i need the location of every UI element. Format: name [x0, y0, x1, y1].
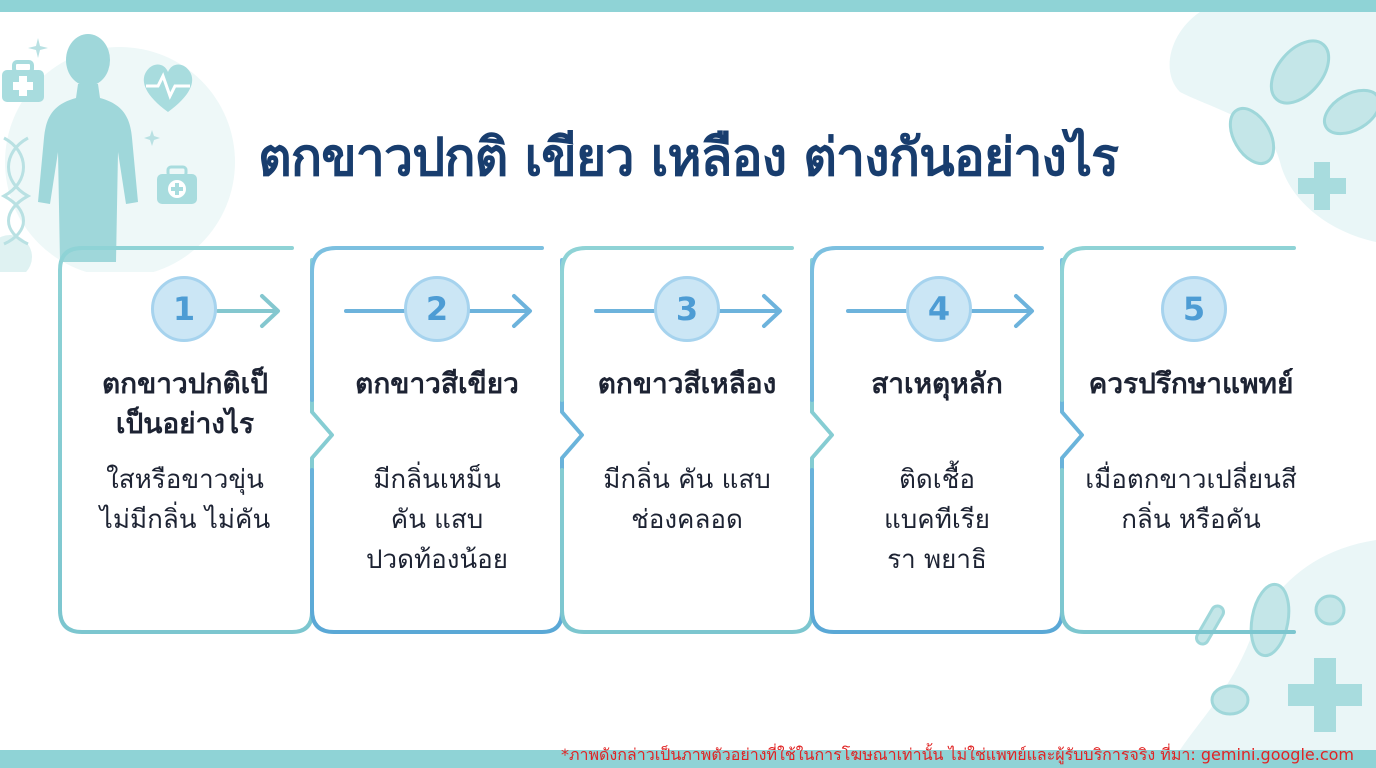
dna-icon: [0, 136, 32, 246]
step-heading-2: ตกขาวสีเขียว: [312, 364, 562, 404]
step-heading-1: ตกขาวปกติเป็ เป็นอย่างไร: [60, 364, 310, 444]
step-heading-5: ควรปรึกษาแพทย์: [1066, 364, 1316, 404]
step-heading-line: ตกขาวปกติเป็: [102, 367, 268, 400]
plus-icon: [1288, 658, 1362, 732]
disclaimer-text: *ภาพดังกล่าวเป็นภาพตัวอย่างที่ใช้ในการโฆ…: [560, 745, 1354, 764]
step-description-line: กลิ่น หรือคัน: [1121, 505, 1261, 535]
step-heading-3: ตกขาวสีเหลือง: [562, 364, 812, 404]
step-number-badge-3: 3: [654, 276, 720, 342]
step-description-line: เมื่อตกขาวเปลี่ยนสี: [1085, 465, 1297, 495]
heartbeat-icon: [143, 64, 193, 112]
step-description-line: ช่องคลอด: [631, 505, 743, 535]
step-description-line: ไม่มีกลิ่น ไม่คัน: [99, 505, 271, 535]
bacteria-icon: [1228, 39, 1376, 165]
step-card-5: ควรปรึกษาแพทย์ เมื่อตกขาวเปลี่ยนสี กลิ่น…: [1066, 240, 1316, 640]
step-card-2: ตกขาวสีเขียว มีกลิ่นเหม็น คัน แสบ ปวดท้อ…: [312, 240, 562, 640]
arrow-right-icon: [846, 294, 1034, 328]
medical-illustration-left: [0, 34, 235, 272]
bacteria-illustration-bottomright: [1180, 540, 1376, 750]
process-flow: 1 2 3 4 5 ตกขาวปกติเป็ เป็นอย่างไร ใสหรื…: [0, 240, 1376, 640]
step-description-line: มีกลิ่นเหม็น: [373, 465, 501, 495]
step-description-5: เมื่อตกขาวเปลี่ยนสี กลิ่น หรือคัน: [1066, 460, 1316, 540]
step-description-2: มีกลิ่นเหม็น คัน แสบ ปวดท้องน้อย: [312, 460, 562, 580]
page-title: ตกขาวปกติ เขียว เหลือง ต่างกันอย่างไร: [257, 128, 1119, 188]
arrow-right-icon: [344, 294, 532, 328]
step-description-line: คัน แสบ: [390, 505, 484, 535]
bottom-band: [0, 750, 1376, 768]
step-heading-line: เป็นอย่างไร: [115, 407, 255, 440]
step-frame-5: [1060, 246, 1296, 634]
arrow-right-icon: [594, 294, 782, 328]
step-card-4: สาเหตุหลัก ติดเชื้อ แบคทีเรีย รา พยาธิ: [812, 240, 1062, 640]
step-description-line: แบคทีเรีย: [884, 505, 990, 535]
step-card-3: ตกขาวสีเหลือง มีกลิ่น คัน แสบ ช่องคลอด: [562, 240, 812, 640]
step-description-line: ปวดท้องน้อย: [365, 545, 509, 575]
step-description-4: ติดเชื้อ แบคทีเรีย รา พยาธิ: [812, 460, 1062, 580]
step-description-3: มีกลิ่น คัน แสบ ช่องคลอด: [562, 460, 812, 540]
step-heading-line: ตกขาวสีเหลือง: [597, 367, 777, 400]
step-description-line: รา พยาธิ: [887, 545, 987, 575]
step-number-badge-5: 5: [1161, 276, 1227, 342]
step-heading-4: สาเหตุหลัก: [812, 364, 1062, 404]
step-heading-line: ตกขาวสีเขียว: [355, 367, 519, 400]
bacteria-icon: [1195, 582, 1346, 716]
step-description-1: ใสหรือขาวขุ่น ไม่มีกลิ่น ไม่คัน: [60, 460, 310, 540]
arrow-right-icon: [216, 294, 280, 328]
step-heading-line: สาเหตุหลัก: [871, 367, 1003, 400]
step-description-line: ติดเชื้อ: [899, 465, 975, 495]
sparkle-icon: [28, 38, 160, 146]
step-card-1: ตกขาวปกติเป็ เป็นอย่างไร ใสหรือขาวขุ่น ไ…: [60, 240, 310, 640]
step-number-badge-4: 4: [906, 276, 972, 342]
flow-frames: [58, 246, 1296, 634]
medical-kit-icon: [2, 60, 44, 102]
bacteria-illustration-topright: [1169, 12, 1376, 242]
woman-silhouette-icon: [38, 34, 138, 262]
plus-icon: [1298, 162, 1346, 210]
top-band: [0, 0, 1376, 12]
step-number-badge-2: 2: [404, 276, 470, 342]
first-aid-bag-icon: [157, 165, 197, 204]
step-number-badge-1: 1: [151, 276, 217, 342]
step-description-line: มีกลิ่น คัน แสบ: [603, 465, 771, 495]
step-description-line: ใสหรือขาวขุ่น: [106, 465, 264, 495]
step-heading-line: ควรปรึกษาแพทย์: [1088, 367, 1294, 400]
